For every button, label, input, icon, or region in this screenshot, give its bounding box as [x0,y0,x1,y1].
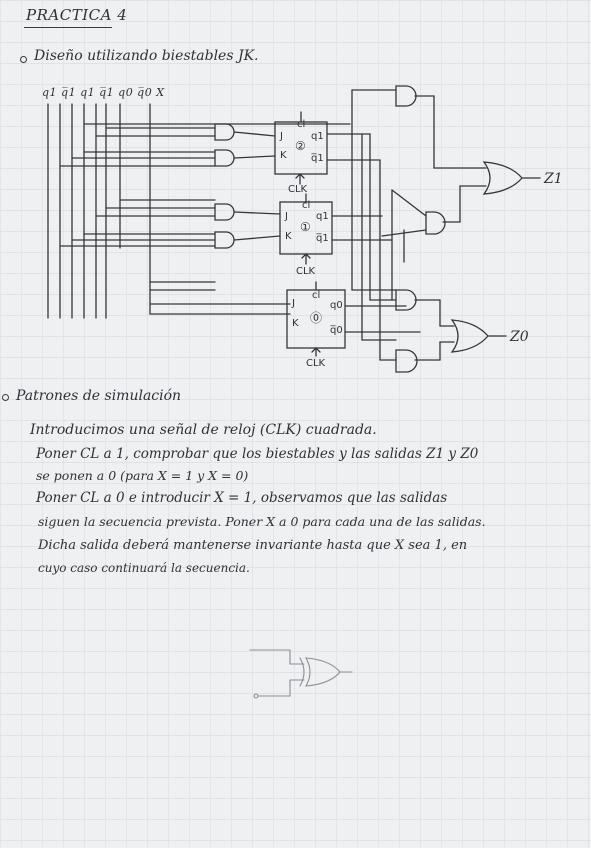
input-and-gates [214,123,281,249]
title-underline [24,27,112,28]
input-variable-labels: q1 q̅1 q1 q̅1 q0 q̅0 X [42,86,165,99]
ff1-q-label: q1 [316,211,329,222]
ff0-j-label: J [292,298,295,309]
simulation-line-7: cuyo caso continuará la secuencia. [38,561,250,575]
ff0-clk-label: CLK [306,358,326,369]
simulation-line-6: Dicha salida deberá mantenerse invariant… [38,538,468,553]
ff1-j-label: J [285,211,288,222]
bullet-icon [2,394,9,401]
ff2-j-label: J [280,131,283,142]
or-gate-z0 [450,319,489,353]
or-gate-z1 [482,161,523,195]
ff0-qn-label: q̅0 [330,325,343,336]
output-z1-label: Z1 [544,171,563,187]
ff2-q-label: q1 [311,131,324,142]
simulation-line-2: Poner CL a 1, comprobar que los biestabl… [36,446,479,462]
ff0-q-label: q0 [330,300,343,311]
simulation-line-4: Poner CL a 0 e introducir X = 1, observa… [36,490,448,506]
ff0-number: ⓪ [310,311,323,325]
simulation-line-3: se ponen a 0 (para X = 1 y X = 0) [36,468,249,483]
ff0-k-label: K [292,318,299,329]
ff1-clk-label: CLK [296,266,316,277]
page-title: PRACTICA 4 [26,6,128,24]
ff1-k-label: K [285,231,292,242]
input-taps [59,103,351,315]
ff1-qn-label: q̅1 [316,233,329,244]
output-and-gates [395,85,487,373]
flipflop-output-wires [326,89,427,361]
section-heading-simulation: Patrones de simulación [16,388,182,404]
ff0-clear-label: cl [312,290,321,301]
bullet-icon [20,56,27,63]
input-bus-lines [47,103,107,319]
ff2-number: ② [295,139,306,153]
ff1-clear-label: cl [302,200,311,211]
ff2-clear-label: cl [297,119,306,130]
section-heading-design: Diseño utilizando biestables JK. [34,48,259,64]
ff2-k-label: K [280,150,287,161]
simulation-line-1: Introducimos una señal de reloj (CLK) cu… [30,422,377,438]
output-z0-label: Z0 [510,329,529,345]
simulation-line-5: siguen la secuencia prevista. Poner X a … [38,514,486,529]
ff2-clk-label: CLK [288,184,308,195]
ff2-qn-label: q̅1 [311,153,324,164]
xor-gate-sketch [249,649,353,699]
ff1-number: ① [300,220,311,234]
